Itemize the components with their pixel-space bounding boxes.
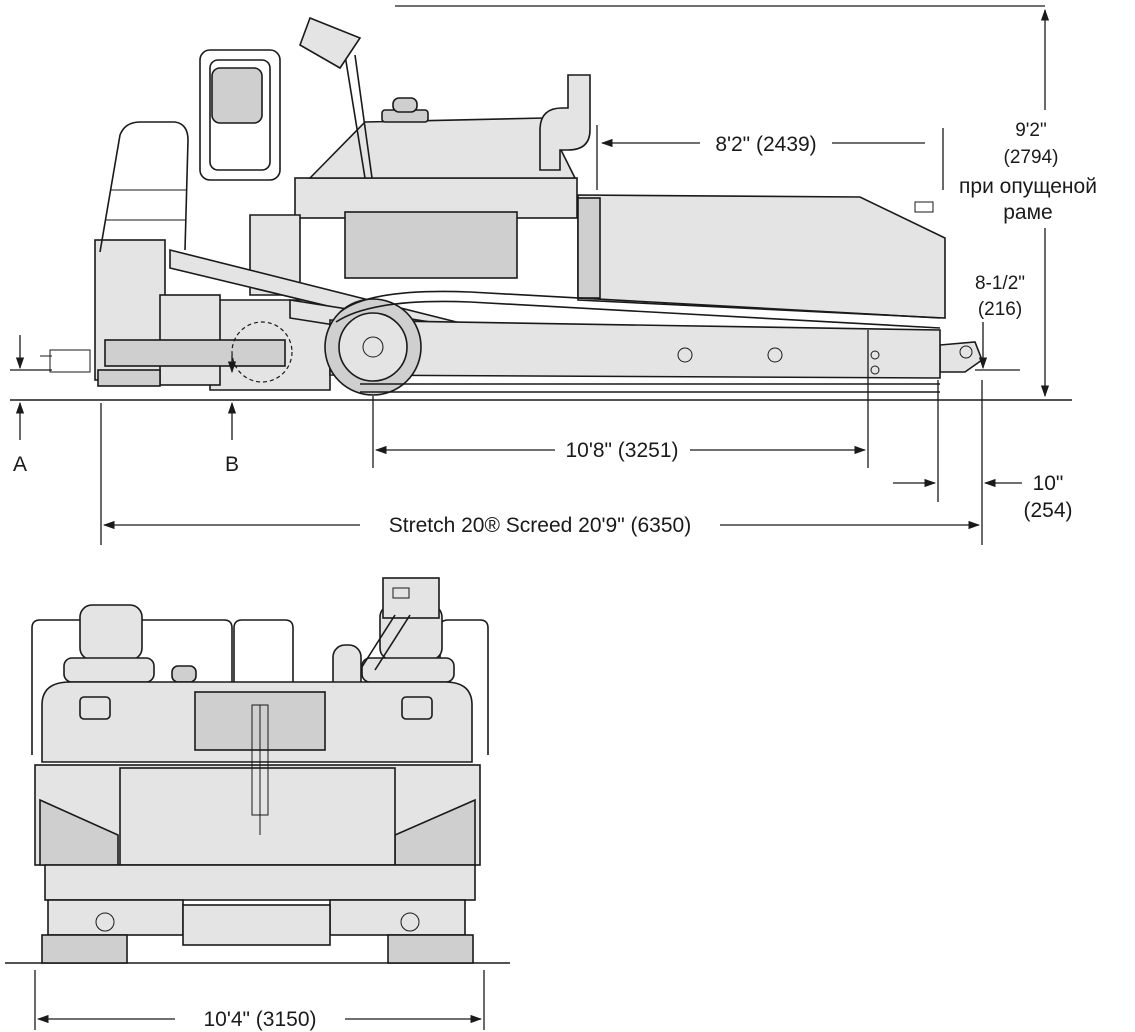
point-b-label: B (225, 453, 239, 476)
front-width-label: 10'4" (3150) (203, 1008, 316, 1031)
height-note-1-label: при опущеной (959, 175, 1097, 198)
track-length-label: 10'8" (3251) (565, 439, 678, 462)
offset-in-label: 10" (1033, 472, 1064, 495)
height-in-label: 9'2" (1015, 120, 1047, 141)
clearance-mm-label: (216) (978, 299, 1022, 320)
height-mm-label: (2794) (1004, 147, 1059, 168)
side-dimensions (10, 5, 1050, 545)
track-assembly (324, 290, 941, 396)
screed-label: Stretch 20® Screed 20'9" (6350) (389, 514, 691, 537)
offset-mm-label: (254) (1023, 499, 1072, 522)
clearance-in-label: 8-1/2" (975, 273, 1025, 294)
point-a-label: A (13, 453, 27, 476)
side-labels: 8'2" (2439) 9'2" (2794) при опущеной рам… (13, 120, 1097, 537)
height-note-2-label: раме (1003, 201, 1052, 224)
width-overall-label: 8'2" (2439) (715, 133, 816, 156)
paver-body (40, 16, 983, 391)
front-view: 10'4" (3150) (5, 577, 510, 1031)
side-view: 8'2" (2439) 9'2" (2794) при опущеной рам… (10, 5, 1097, 545)
